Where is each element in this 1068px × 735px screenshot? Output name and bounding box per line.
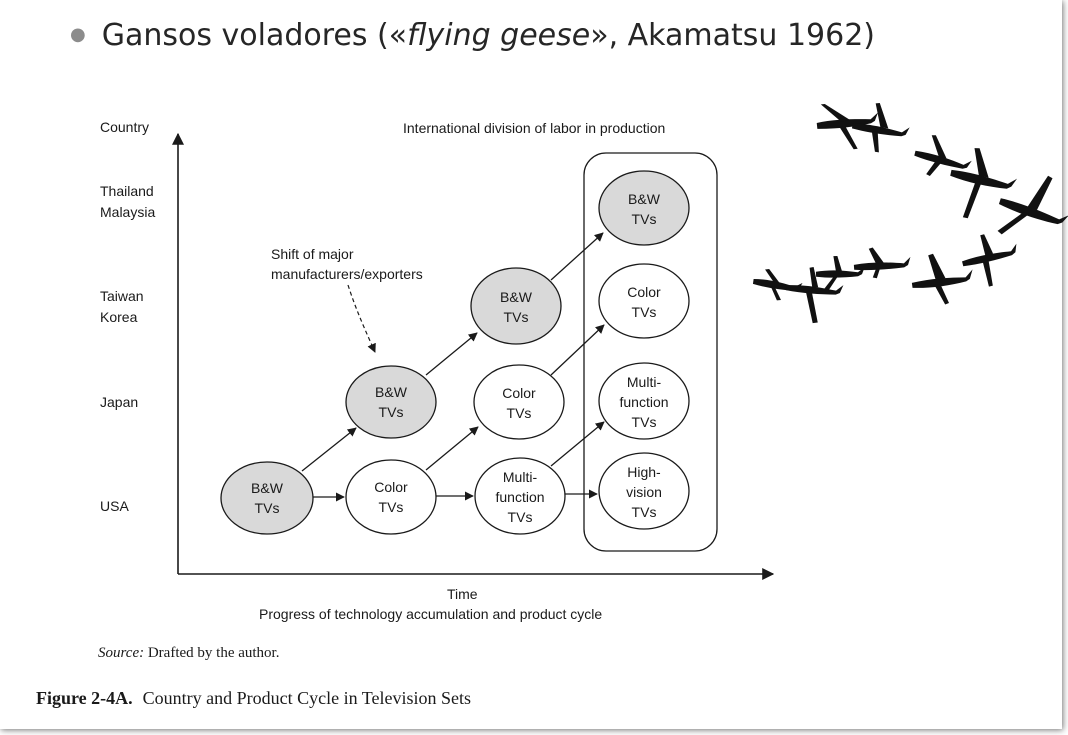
node-box-hv: [598, 452, 690, 530]
node-label-line: Color: [627, 284, 661, 300]
arrow-usa-multi-to-box-multi: [550, 421, 605, 467]
goose-silhouette: [950, 148, 1018, 219]
goose-silhouette: [815, 256, 865, 291]
goose-silhouette: [853, 247, 911, 279]
node-label-line: B&W: [628, 191, 660, 207]
bullet-dot: ●: [70, 24, 86, 45]
node-label-line: TVs: [631, 504, 657, 520]
arrow-taiwan-bw-to-box-bw: [550, 232, 604, 281]
node-usa-multi: [474, 457, 566, 535]
slide-bullet-heading: ● Gansos voladores («flying geese», Akama…: [70, 18, 875, 53]
node-label-line: TVs: [503, 309, 529, 325]
y-axis-label: Country: [100, 119, 150, 135]
node-usa-bw: [220, 461, 314, 535]
node-label-line: Multi-: [626, 374, 662, 390]
arrow-usa-bw-to-japan-bw: [301, 427, 357, 472]
bullet-text-italic: flying geese: [407, 18, 591, 53]
goose-silhouette: [962, 234, 1017, 287]
bullet-text-prefix: Gansos voladores («: [101, 18, 408, 53]
node-label-line: vision: [626, 484, 662, 500]
node-label-line: TVs: [631, 211, 657, 227]
node-box-bw-label: B&W TVs: [628, 189, 660, 229]
node-label-line: TVs: [254, 500, 280, 516]
node-label-line: TVs: [506, 405, 532, 421]
node-box-color: [598, 263, 690, 339]
country-label-taiwan: Taiwan: [100, 288, 144, 304]
bullet-text-suffix: », Akamatsu 1962): [590, 18, 875, 53]
division-of-labor-title: International division of labor in produ…: [403, 120, 666, 136]
arrow-usa-color-to-japan-color: [425, 426, 479, 471]
node-label-line: function: [619, 394, 669, 410]
node-label-line: Color: [374, 479, 408, 495]
node-label-line: TVs: [631, 414, 657, 430]
node-taiwan-bw-label: B&W TVs: [500, 287, 532, 327]
country-label-malaysia: Malaysia: [100, 204, 156, 220]
figure-label: Figure 2-4A.: [36, 688, 133, 708]
node-taiwan-bw: [470, 267, 562, 345]
node-label-line: B&W: [251, 480, 283, 496]
goose-silhouette: [911, 253, 973, 305]
annotation-line-1: Shift of major: [271, 246, 354, 262]
source-label: Source:: [98, 645, 145, 661]
country-label-japan: Japan: [100, 394, 139, 410]
node-usa-color: [345, 459, 437, 535]
goose-silhouette: [914, 135, 972, 177]
goose-silhouette: [851, 102, 910, 153]
arrow-japan-bw-to-taiwan-bw: [425, 332, 478, 376]
arrow-japan-color-to-box-color: [550, 324, 605, 376]
country-label-usa: USA: [100, 498, 129, 514]
goose-silhouette: [785, 267, 844, 324]
node-japan-bw: [345, 365, 437, 439]
node-label-line: Color: [502, 385, 536, 401]
node-label-line: High-: [627, 464, 661, 480]
figure-caption: Figure 2-4A. Country and Product Cycle in…: [36, 688, 471, 709]
node-japan-bw-label: B&W TVs: [375, 382, 407, 422]
division-of-labor-box: [583, 152, 718, 552]
annotation-dashed-arrow: [347, 284, 376, 353]
node-usa-bw-label: B&W TVs: [251, 478, 283, 518]
node-label-line: TVs: [507, 509, 533, 525]
node-label-line: B&W: [500, 289, 532, 305]
flying-geese-image: [752, 102, 1068, 324]
country-label-thailand: Thailand: [100, 183, 154, 199]
source-text: Drafted by the author.: [144, 645, 280, 661]
annotation-line-2: manufacturers/exporters: [271, 266, 423, 282]
node-box-multi: [598, 362, 690, 440]
goose-silhouette: [997, 175, 1068, 235]
source-note: Source: Drafted by the author.: [98, 645, 279, 662]
x-axis-sublabel: Progress of technology accumulation and …: [259, 606, 603, 622]
node-japan-color: [473, 364, 565, 440]
x-axis-label: Time: [447, 586, 478, 602]
node-label-line: B&W: [375, 384, 407, 400]
node-label-line: TVs: [378, 404, 404, 420]
node-label-line: TVs: [631, 304, 657, 320]
node-label-line: Multi-: [502, 469, 538, 485]
node-label-line: TVs: [378, 499, 404, 515]
node-label-line: function: [495, 489, 545, 505]
country-label-korea: Korea: [100, 309, 138, 325]
figure-caption-text: Country and Product Cycle in Television …: [142, 688, 472, 708]
node-box-bw: [598, 170, 690, 246]
